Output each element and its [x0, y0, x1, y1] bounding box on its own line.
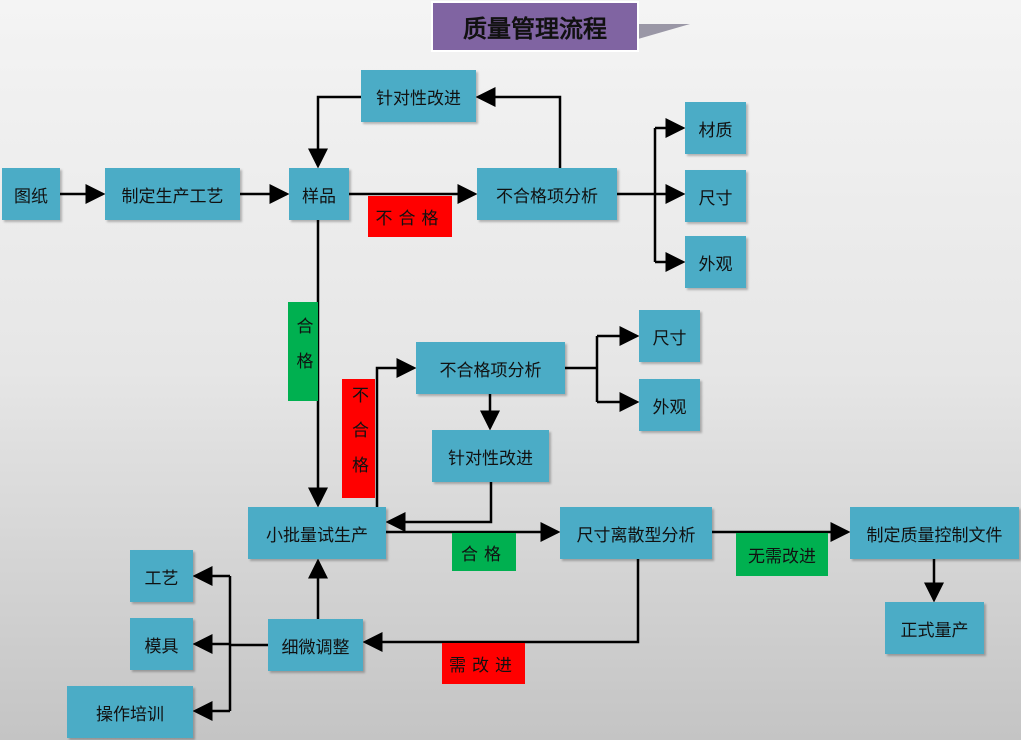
page-title: 质量管理流程	[431, 1, 639, 52]
node-material: 材质	[685, 102, 746, 154]
node-operator-training: 操作培训	[67, 686, 193, 738]
label-need-improve: 需改进	[442, 643, 525, 684]
node-appearance-top: 外观	[685, 236, 746, 288]
node-process-plan: 制定生产工艺	[105, 168, 240, 220]
arrow	[385, 482, 493, 532]
arrow	[375, 358, 417, 507]
node-fine-tuning: 细微调整	[268, 619, 363, 671]
node-improve-mid: 针对性改进	[432, 430, 549, 482]
node-mass-production: 正式量产	[885, 602, 984, 654]
arrow	[362, 559, 640, 652]
arrow	[308, 95, 361, 169]
node-mold: 模具	[130, 618, 193, 670]
node-improve-top: 针对性改进	[361, 70, 476, 122]
node-craft: 工艺	[130, 550, 193, 602]
label-fail-vertical: 不合格	[342, 379, 375, 498]
node-defect-analysis-mid: 不合格项分析	[416, 342, 565, 394]
label-no-improve: 无需改进	[736, 533, 828, 576]
node-size-top: 尺寸	[685, 170, 746, 222]
node-drawing: 图纸	[2, 168, 60, 220]
label-pass-vertical: 合格	[288, 302, 318, 401]
arrow	[475, 87, 562, 168]
node-appearance-mid: 外观	[639, 379, 700, 431]
label-pass-mid: 合格	[452, 533, 516, 571]
node-defect-analysis-top: 不合格项分析	[477, 168, 617, 220]
node-qc-document: 制定质量控制文件	[850, 507, 1019, 559]
label-fail-top: 不合格	[368, 196, 452, 237]
node-size-mid: 尺寸	[639, 310, 700, 362]
node-sample: 样品	[289, 168, 349, 220]
node-pilot-production: 小批量试生产	[248, 507, 386, 559]
node-dispersion-analysis: 尺寸离散型分析	[560, 507, 712, 559]
